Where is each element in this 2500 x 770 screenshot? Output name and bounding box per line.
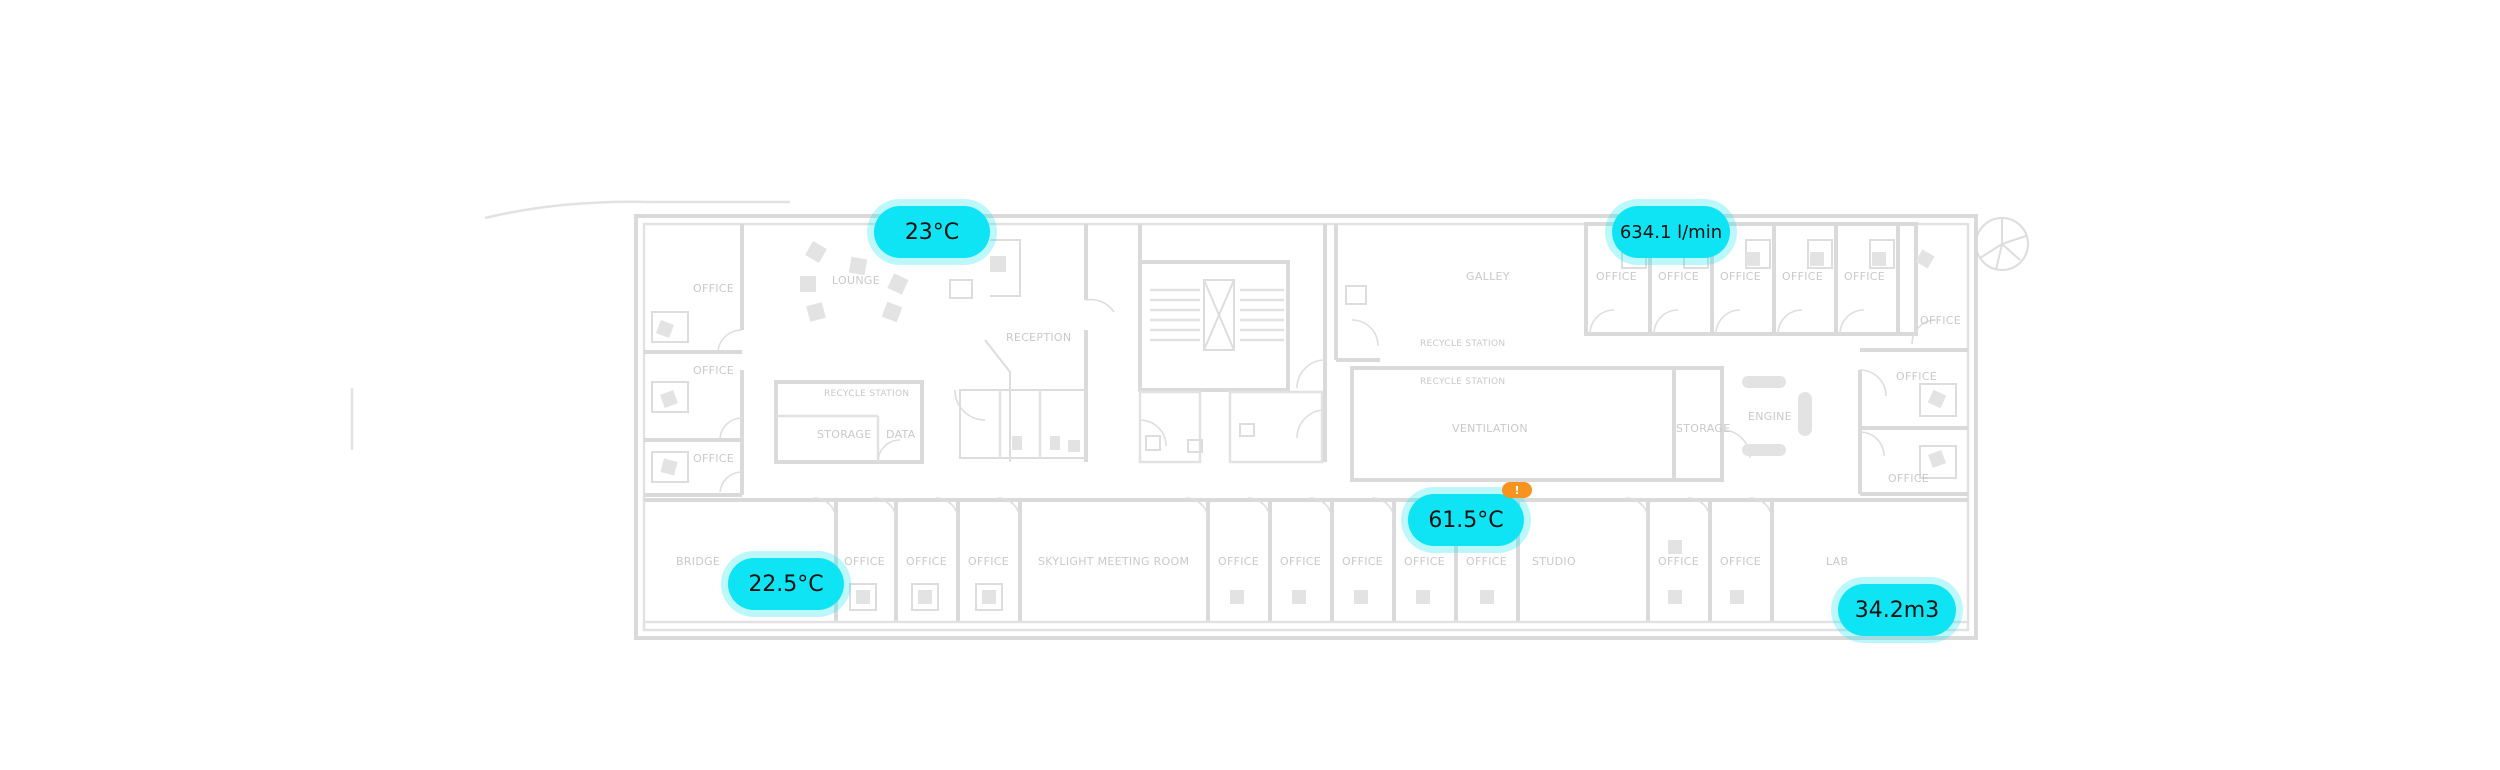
room-label: OFFICE bbox=[1720, 270, 1761, 283]
room-label: GALLEY bbox=[1466, 270, 1510, 283]
room-label: OFFICE bbox=[693, 364, 734, 377]
right-offices bbox=[1858, 319, 1968, 496]
room-label: OFFICE bbox=[1596, 270, 1637, 283]
storage-block bbox=[774, 380, 924, 464]
sensor-badge-bridge[interactable]: 22.5°C bbox=[728, 558, 844, 610]
room-label: OFFICE bbox=[1658, 555, 1699, 568]
lounge-area bbox=[800, 224, 1115, 462]
sensor-badge-lab[interactable]: 34.2m3 bbox=[1838, 584, 1956, 636]
stair-core bbox=[1138, 224, 1327, 464]
room-label: OFFICE bbox=[844, 555, 885, 568]
room-label: OFFICE bbox=[1404, 555, 1445, 568]
sensor-badge-lounge[interactable]: 23°C bbox=[874, 206, 990, 258]
room-label: OFFICE bbox=[1888, 472, 1929, 485]
room-label: OFFICE bbox=[1844, 270, 1885, 283]
room-label: OFFICE bbox=[906, 555, 947, 568]
left-offices bbox=[644, 224, 744, 497]
spiral-stair bbox=[1975, 217, 2029, 271]
room-label: RECYCLE STATION bbox=[1420, 377, 1505, 387]
galley-block bbox=[1334, 224, 1751, 482]
room-label: RECYCLE STATION bbox=[824, 389, 909, 399]
room-labels: OFFICE OFFICE OFFICE LOUNGE RECEPTION RE… bbox=[676, 270, 1961, 568]
room-label: OFFICE bbox=[1658, 270, 1699, 283]
room-label: OFFICE bbox=[1720, 555, 1761, 568]
room-label: OFFICE bbox=[1280, 555, 1321, 568]
sensor-badge-galley-offices[interactable]: 634.1 l/min bbox=[1612, 206, 1730, 258]
exterior-path bbox=[484, 200, 790, 220]
room-label: VENTILATION bbox=[1452, 422, 1528, 435]
bottom-row bbox=[644, 497, 1968, 624]
room-label: LAB bbox=[1826, 555, 1848, 568]
room-label: SKYLIGHT MEETING ROOM bbox=[1038, 555, 1189, 568]
sensor-badge-ventilation[interactable]: 61.5°C bbox=[1408, 494, 1524, 546]
building-outline bbox=[634, 214, 1978, 640]
room-label: OFFICE bbox=[968, 555, 1009, 568]
room-label: STORAGE bbox=[817, 428, 871, 441]
room-label: ENGINE bbox=[1748, 410, 1792, 423]
room-label: STORAGE bbox=[1676, 422, 1730, 435]
room-label: OFFICE bbox=[693, 282, 734, 295]
room-label: STUDIO bbox=[1532, 555, 1576, 568]
room-label: OFFICE bbox=[1920, 314, 1961, 327]
room-label: OFFICE bbox=[1218, 555, 1259, 568]
room-label: RECEPTION bbox=[1006, 331, 1071, 344]
alert-badge[interactable]: ! bbox=[1502, 482, 1532, 498]
room-label: OFFICE bbox=[693, 452, 734, 465]
room-label: OFFICE bbox=[1896, 370, 1937, 383]
room-label: OFFICE bbox=[1342, 555, 1383, 568]
room-label: DATA bbox=[886, 428, 916, 441]
room-label: LOUNGE bbox=[832, 274, 880, 287]
room-label: BRIDGE bbox=[676, 555, 720, 568]
room-label: RECYCLE STATION bbox=[1420, 339, 1505, 349]
room-label: OFFICE bbox=[1466, 555, 1507, 568]
engine-block bbox=[1742, 376, 1812, 456]
room-label: OFFICE bbox=[1782, 270, 1823, 283]
